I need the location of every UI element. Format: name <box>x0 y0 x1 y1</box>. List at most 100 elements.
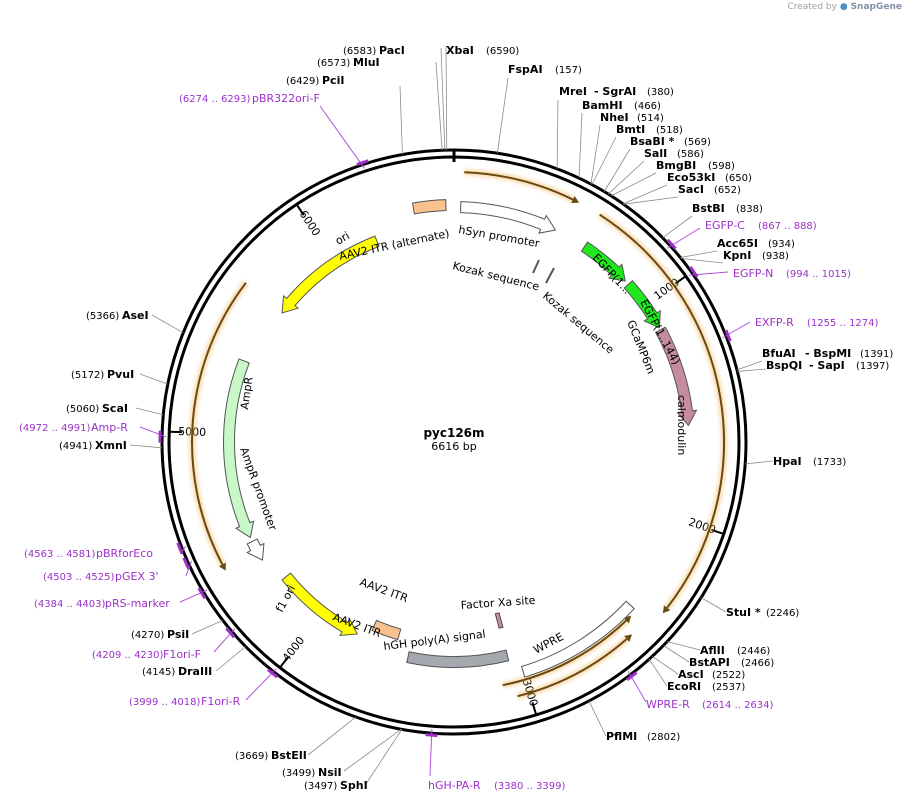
svg-text:PsiI: PsiI <box>167 628 189 641</box>
primer-mark-10 <box>176 542 184 555</box>
primer-label-exfp-r[interactable]: EXFP-R (1255 .. 1274) <box>755 316 879 329</box>
enzyme-label-xbai[interactable]: XbaI (6590) <box>446 44 519 57</box>
site-leader-31 <box>129 444 163 449</box>
feature-egfp1[interactable] <box>580 241 626 282</box>
enzyme-label-nhei[interactable]: NheI (514) <box>600 111 664 124</box>
svg-text:EcoRI: EcoRI <box>667 680 701 693</box>
kozak-mark-2 <box>545 267 555 284</box>
feature-hgh[interactable] <box>406 649 510 668</box>
enzyme-label-pflmi[interactable]: PflMI (2802) <box>606 730 680 743</box>
enzyme-label-pcii[interactable]: (6429) PciI <box>286 74 344 87</box>
svg-text:(2614 .. 2634): (2614 .. 2634) <box>702 700 774 711</box>
enzyme-label-asci[interactable]: AscI (2522) <box>678 668 745 681</box>
primer-mark-7 <box>225 627 236 639</box>
primer-label-pbr322ori-f[interactable]: (6274 .. 6293) pBR322ori-F <box>179 92 320 105</box>
site-leader-10 <box>607 160 645 195</box>
svg-text:XbaI: XbaI <box>446 44 474 57</box>
primer-label-wpre-r[interactable]: WPRE-R (2614 .. 2634) <box>646 698 774 711</box>
svg-text:(6583): (6583) <box>343 46 376 57</box>
primer-label-egfp-c[interactable]: EGFP-C (867 .. 888) <box>705 219 817 232</box>
enzyme-label-sphi[interactable]: (3497) SphI <box>304 779 368 792</box>
svg-text:(867 .. 888): (867 .. 888) <box>758 221 817 232</box>
svg-text:ScaI: ScaI <box>102 402 128 415</box>
primer-label-pbrforeco[interactable]: (4563 .. 4581) pBRforEco <box>24 547 153 560</box>
primer-label-egfp-n[interactable]: EGFP-N (994 .. 1015) <box>733 267 851 280</box>
snapgene-brand: SnapGene <box>850 2 902 12</box>
feature-aav2-itr[interactable] <box>371 619 402 641</box>
primer-label-amp-r[interactable]: (4972 .. 4991) Amp-R <box>19 421 128 434</box>
svg-text:(518): (518) <box>656 125 683 136</box>
feature-ampr-promoter[interactable] <box>246 538 265 561</box>
feature-egfp2[interactable] <box>623 280 661 329</box>
enzyme-label-stui[interactable]: StuI * (2246) <box>726 606 799 619</box>
enzyme-label-bmgbi[interactable]: BmgBI (598) <box>656 159 735 172</box>
primer-label-pgex3[interactable]: (4503 .. 4525) pGEX 3' <box>43 570 159 583</box>
enzyme-label-nsii[interactable]: (3499) NsiI <box>282 766 342 779</box>
enzyme-label-acc65i[interactable]: Acc65I (934) <box>717 237 795 250</box>
enzyme-label-kpni[interactable]: KpnI (938) <box>723 249 789 262</box>
feature-aav2-itr-alt[interactable] <box>411 199 447 215</box>
primer-label-f1ori-f[interactable]: (4209 .. 4230) F1ori-F <box>92 648 201 661</box>
site-leader-32 <box>135 407 164 416</box>
primer-label-f1ori-r[interactable]: (3999 .. 4018) F1ori-R <box>129 695 241 708</box>
feature-ori[interactable] <box>281 235 380 314</box>
svg-text:DraIII: DraIII <box>178 665 212 678</box>
svg-text:pBRforEco: pBRforEco <box>96 547 153 560</box>
svg-text:MluI: MluI <box>353 56 380 69</box>
svg-text:MreI: MreI <box>559 85 587 98</box>
enzyme-label-scai[interactable]: (5060) ScaI <box>66 402 128 415</box>
primer-leader-0 <box>319 105 365 169</box>
enzyme-label-ecori[interactable]: EcoRI (2537) <box>667 680 745 693</box>
site-leader-25 <box>588 700 607 737</box>
primer-label-prs-marker[interactable]: (4384 .. 4403) pRS-marker <box>34 597 170 610</box>
enzyme-label-bsabi[interactable]: BsaBI * (569) <box>630 135 711 148</box>
enzyme-label-saci[interactable]: SacI (652) <box>678 183 741 196</box>
enzyme-label-sali[interactable]: SalI (586) <box>644 147 704 160</box>
svg-text:BfuAI: BfuAI <box>762 347 796 360</box>
feature-calmodulin[interactable] <box>654 326 698 427</box>
enzyme-label-bmti[interactable]: BmtI (518) <box>616 123 683 136</box>
svg-text:(2537): (2537) <box>712 682 745 693</box>
enzyme-label-eco53ki[interactable]: Eco53kI (650) <box>667 171 752 184</box>
enzyme-label-mlui[interactable]: (6573) MluI <box>317 56 380 69</box>
orf-line-4 <box>191 282 247 565</box>
enzyme-label-xmni[interactable]: (4941) XmnI <box>59 439 127 452</box>
feature-f1ori[interactable] <box>281 572 358 637</box>
enzyme-label-draiii[interactable]: (4145) DraIII <box>142 665 212 678</box>
svg-text:(6590): (6590) <box>486 46 519 57</box>
enzyme-label-bstapi[interactable]: BstAPI (2466) <box>689 656 774 669</box>
enzyme-label-bstbi[interactable]: BstBI (838) <box>692 202 763 215</box>
feature-hsyn[interactable] <box>460 201 557 234</box>
enzyme-label-bfuai[interactable]: BfuAI - BspMI (1391) <box>762 347 893 360</box>
primer-mark-6 <box>266 668 279 679</box>
enzyme-label-bspqi[interactable]: BspQI - SapI (1397) <box>766 359 889 372</box>
site-leader-1 <box>440 47 446 151</box>
enzyme-label-pvui[interactable]: (5172) PvuI <box>71 368 134 381</box>
feature-wpre[interactable] <box>520 600 635 678</box>
enzyme-label-bsteii[interactable]: (3669) BstEII <box>235 749 307 762</box>
svg-text:EGFP-C: EGFP-C <box>705 219 745 232</box>
svg-text:WPRE-R: WPRE-R <box>646 698 690 711</box>
label-aav2-itr: AAV2 ITR <box>331 611 383 641</box>
enzyme-label-bamhi[interactable]: BamHI (466) <box>582 99 661 112</box>
svg-text:PflMI: PflMI <box>606 730 637 743</box>
enzyme-label-hpai[interactable]: HpaI (1733) <box>773 455 846 468</box>
site-leader-18 <box>737 368 767 372</box>
enzyme-label-psti[interactable]: (4270) PsiI <box>131 628 189 641</box>
enzyme-label-asei[interactable]: (5366) AseI <box>86 309 149 322</box>
svg-text:(4270): (4270) <box>131 630 164 641</box>
svg-text:(1733): (1733) <box>813 457 846 468</box>
svg-text:StuI *: StuI * <box>726 606 761 619</box>
plasmid-name: pyc126m <box>423 426 484 440</box>
site-leader-5 <box>556 99 559 169</box>
site-leader-11 <box>610 172 657 197</box>
site-leader-8 <box>591 136 617 185</box>
enzyme-label-paci[interactable]: (6583) PacI <box>343 44 405 57</box>
primer-label-hgh-pa-r[interactable]: hGH-PA-R (3380 .. 3399) <box>428 779 566 792</box>
enzyme-label-mrei[interactable]: MreI - SgrAI (380) <box>559 85 674 98</box>
primer-leader-11 <box>139 426 167 438</box>
enzyme-label-aflii[interactable]: AflII (2446) <box>700 644 770 657</box>
feature-ampr[interactable] <box>223 358 255 539</box>
svg-text:(466): (466) <box>634 101 661 112</box>
enzyme-label-fspai[interactable]: FspAI (157) <box>508 63 582 76</box>
